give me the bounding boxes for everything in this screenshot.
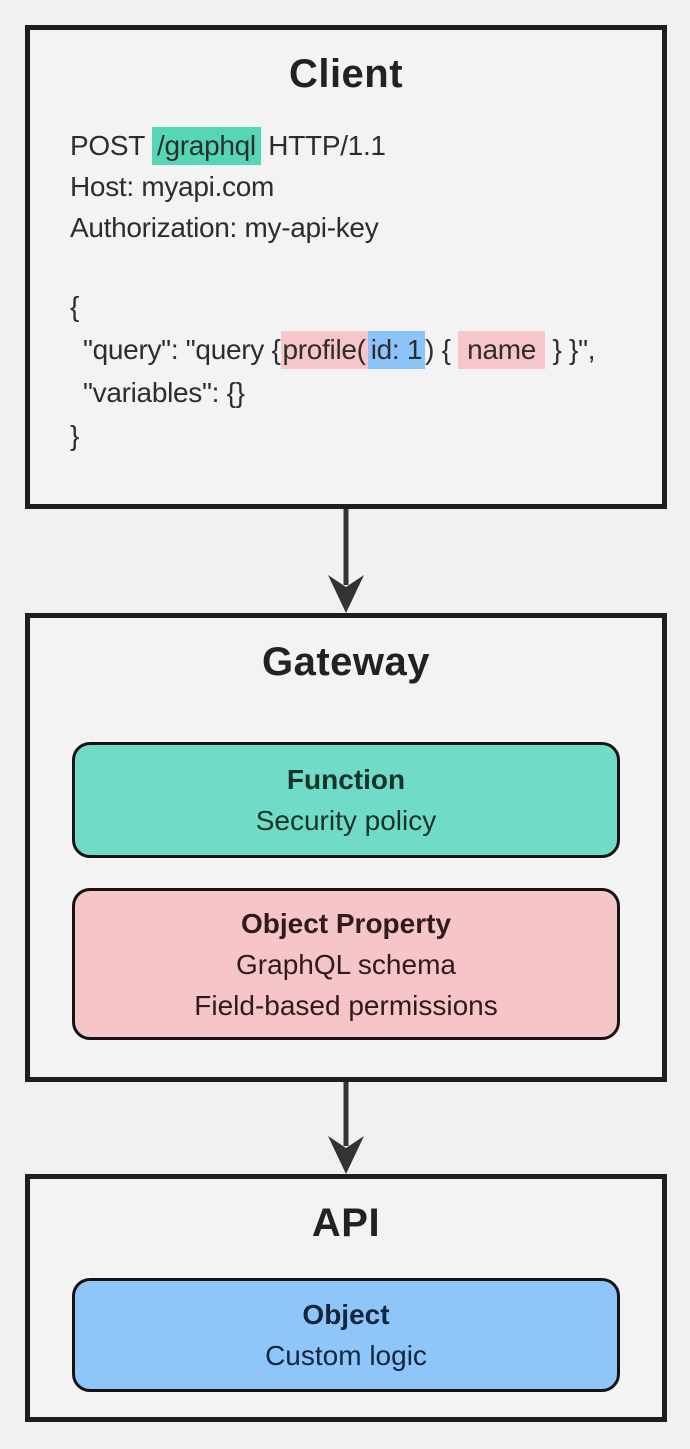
function-card-line: Security policy xyxy=(255,805,437,836)
request-line-host: Host: myapi.com xyxy=(70,171,274,202)
request-line-post: POST /graphql HTTP/1.1 xyxy=(70,125,662,166)
json-open-brace: { xyxy=(70,291,80,322)
json-close-brace: } xyxy=(70,420,80,451)
arrow-client-to-gateway xyxy=(328,509,364,613)
object-property-card-line: GraphQL schema xyxy=(236,948,456,980)
http-request-text: POST /graphql HTTP/1.1 Host: myapi.com A… xyxy=(70,125,662,457)
graphql-path-highlight: /graphql xyxy=(152,127,261,165)
name-field-highlight: name xyxy=(458,331,546,369)
object-property-card-title: Object Property xyxy=(240,907,452,939)
request-line-authorization: Authorization: my-api-key xyxy=(70,212,379,243)
function-card: Function Security policy xyxy=(72,742,620,858)
arrow-gateway-to-api xyxy=(328,1082,364,1174)
gateway-box: Gateway Function Security policy Object … xyxy=(25,613,667,1082)
id-arg-highlight: id: 1 xyxy=(367,331,426,369)
object-card: Object Custom logic xyxy=(72,1278,620,1392)
gateway-title: Gateway xyxy=(261,640,431,684)
object-property-card: Object Property GraphQL schema Field-bas… xyxy=(72,888,620,1040)
object-card-title: Object xyxy=(302,1299,390,1330)
api-title: API xyxy=(311,1201,381,1245)
object-property-card-line: Field-based permissions xyxy=(194,989,498,1021)
query-mid-text: ) { xyxy=(425,334,459,365)
request-json-body: { "query": "query {profile(id: 1) { name… xyxy=(70,285,662,457)
json-variables-line: "variables": {} xyxy=(83,377,245,408)
post-method-text: POST xyxy=(70,130,153,161)
profile-field-highlight: profile( xyxy=(280,331,368,369)
query-prefix-text: "query": "query { xyxy=(83,334,281,365)
json-query-line: "query": "query {profile(id: 1) { name }… xyxy=(70,328,662,371)
api-box: API Object Custom logic xyxy=(25,1174,667,1422)
object-card-line: Custom logic xyxy=(265,1340,427,1371)
client-box: Client POST /graphql HTTP/1.1 Host: myap… xyxy=(25,25,667,509)
http-version-text: HTTP/1.1 xyxy=(260,130,386,161)
query-suffix-text: } }", xyxy=(545,334,596,365)
function-card-title: Function xyxy=(286,764,406,795)
client-title: Client xyxy=(288,52,404,96)
